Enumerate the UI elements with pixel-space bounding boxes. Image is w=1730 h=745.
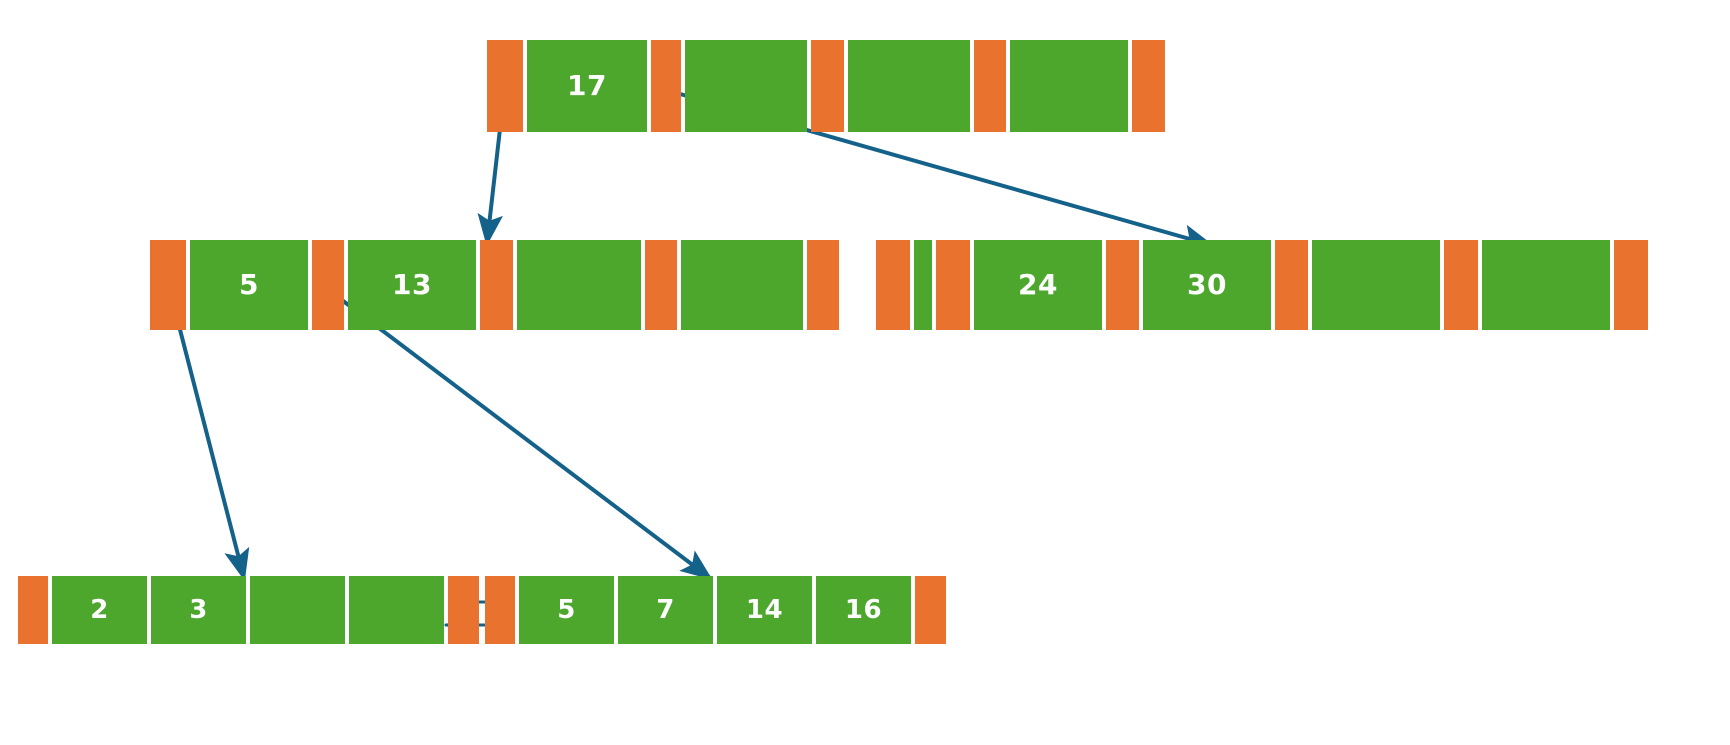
root-node-pointer-4[interactable] — [811, 40, 844, 132]
internal-node-right-pointer-4[interactable] — [1106, 240, 1139, 330]
root-node-key-3[interactable] — [685, 40, 807, 132]
internal-node-left-pointer-0[interactable] — [150, 240, 186, 330]
internal-node-right-key-3[interactable]: 24 — [974, 240, 1102, 330]
internal-node-right: 24 30 — [876, 240, 1648, 330]
internal-node-left-pointer-2[interactable] — [312, 240, 344, 330]
internal-node-left-key-3[interactable]: 13 — [348, 240, 476, 330]
internal-node-right-key-5[interactable]: 30 — [1143, 240, 1271, 330]
leaf-node-left-key-4[interactable] — [349, 576, 444, 644]
leaf-node-right-key-4[interactable]: 16 — [816, 576, 911, 644]
internal-node-right-pointer-8[interactable] — [1444, 240, 1478, 330]
root-node-pointer-6[interactable] — [974, 40, 1006, 132]
leaf-node-right-pointer-0[interactable] — [485, 576, 515, 644]
internal-node-left-pointer-8[interactable] — [807, 240, 839, 330]
root-node: 17 — [487, 40, 1165, 132]
internal-node-right-pointer-0[interactable] — [876, 240, 910, 330]
leaf-node-right-key-2[interactable]: 7 — [618, 576, 713, 644]
leaf-node-left-key-1[interactable]: 2 — [52, 576, 147, 644]
leaf-node-right-pointer-5[interactable] — [915, 576, 946, 644]
root-node-pointer-8[interactable] — [1132, 40, 1165, 132]
tree-connector-arrows — [166, 84, 1215, 582]
internal-node-right-pointer-10[interactable] — [1614, 240, 1648, 330]
internal-node-right-key-9[interactable] — [1482, 240, 1610, 330]
internal-node-left-key-5[interactable] — [517, 240, 641, 330]
internal-node-right-pointer-6[interactable] — [1275, 240, 1308, 330]
root-node-key-1[interactable]: 17 — [527, 40, 647, 132]
internal-node-left-pointer-6[interactable] — [645, 240, 677, 330]
leaf-node-right-key-1[interactable]: 5 — [519, 576, 614, 644]
root-node-pointer-2[interactable] — [651, 40, 681, 132]
internal-node-right-pointer-2[interactable] — [936, 240, 970, 330]
leaf-node-right-key-3[interactable]: 14 — [717, 576, 812, 644]
internal-node-left-key-1[interactable]: 5 — [190, 240, 308, 330]
leaf-node-left-key-3[interactable] — [250, 576, 345, 644]
root-node-key-5[interactable] — [848, 40, 970, 132]
root-node-pointer-0[interactable] — [487, 40, 523, 132]
internal-node-left-pointer-4[interactable] — [480, 240, 513, 330]
internal-node-right-key-7[interactable] — [1312, 240, 1440, 330]
leaf-node-left-key-2[interactable]: 3 — [151, 576, 246, 644]
internal-node-left-key-7[interactable] — [681, 240, 803, 330]
leaf-node-left-pointer-5[interactable] — [448, 576, 479, 644]
root-node-key-7[interactable] — [1010, 40, 1128, 132]
internal-node-left: 5 13 — [150, 240, 839, 330]
internal-node-right-key-1[interactable] — [914, 240, 932, 330]
leaf-node-left-pointer-0[interactable] — [18, 576, 48, 644]
